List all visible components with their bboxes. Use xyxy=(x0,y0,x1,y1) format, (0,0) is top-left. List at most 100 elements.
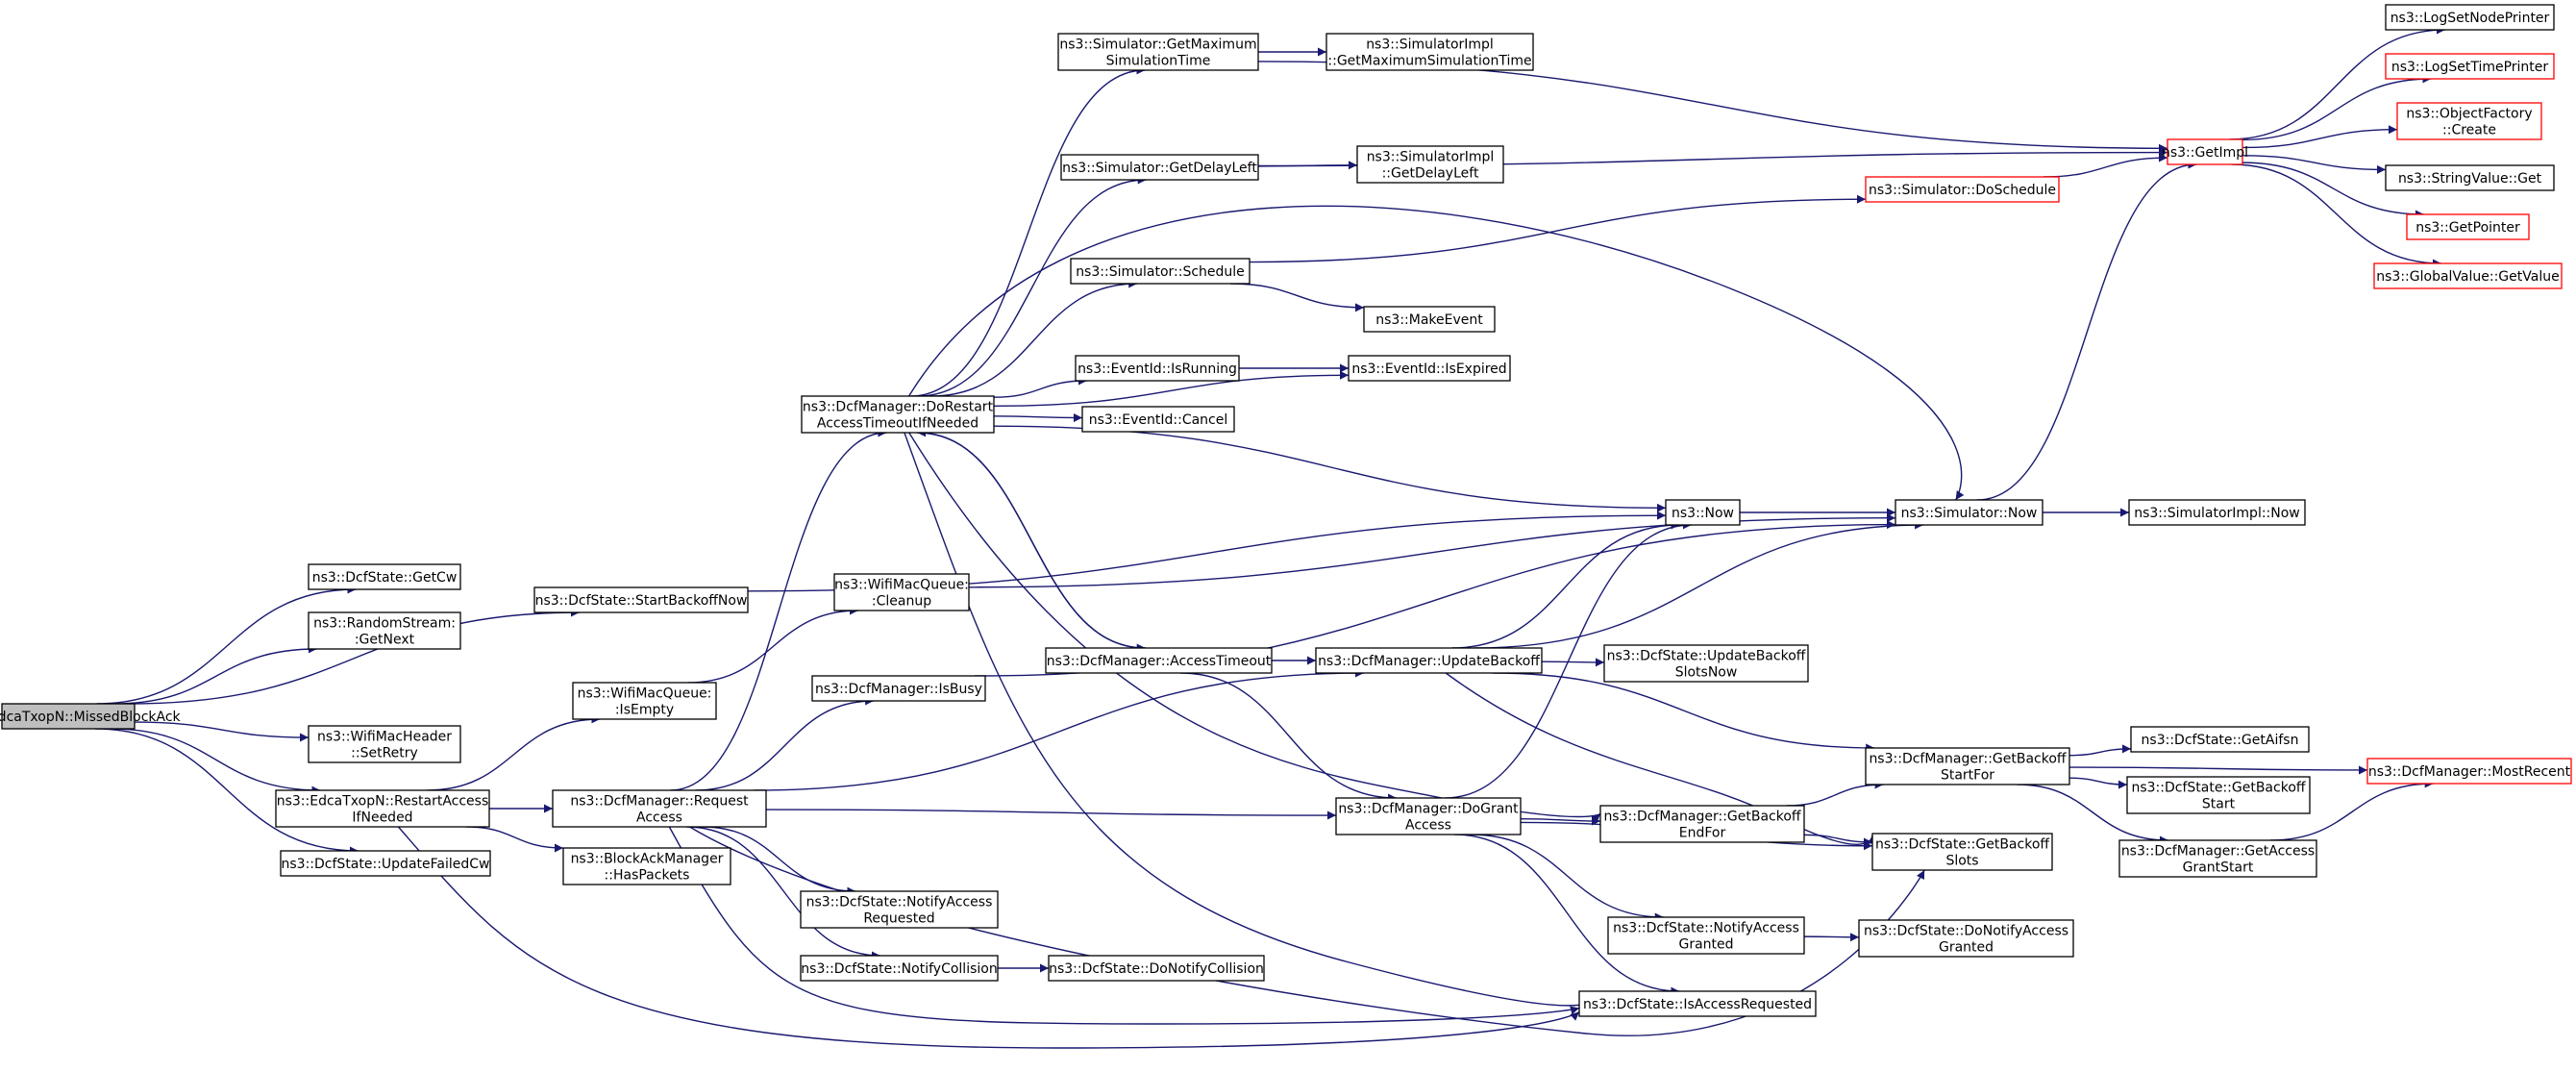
call-edge-requestaccess-to-notifyaccessreq xyxy=(703,826,856,896)
call-edge-requestaccess-to-dorestart xyxy=(670,428,887,791)
node-box xyxy=(2385,4,2555,31)
call-edge-requestaccess-to-isaccessrequested xyxy=(668,826,1580,1025)
function-node-doschedule[interactable]: ns3::Simulator::DoSchedule xyxy=(1865,176,2060,203)
call-edge-dorestart-to-schedule xyxy=(930,279,1138,397)
node-box xyxy=(1599,805,1805,843)
function-node-donotifycollision[interactable]: ns3::DcfState::DoNotifyCollision xyxy=(1048,955,1265,982)
node-box xyxy=(800,955,999,982)
node-label: ns3::DcfState::UpdateFailedCw xyxy=(282,857,490,872)
call-edge-requestaccess-to-dogrant xyxy=(765,809,1337,820)
node-box xyxy=(1578,990,1817,1017)
function-node-isbusy[interactable]: ns3::DcfManager::IsBusy xyxy=(811,675,986,702)
function-node-getdelayleft[interactable]: ns3::Simulator::GetDelayLeft xyxy=(1060,154,1259,181)
function-node-isexpired[interactable]: ns3::EventId::IsExpired xyxy=(1348,355,1511,382)
function-node-notifycollision[interactable]: ns3::DcfState::NotifyCollision xyxy=(800,955,999,982)
call-edge-schedule-to-makeevent xyxy=(1229,283,1365,312)
function-node-globalvaluegetvalue[interactable]: ns3::GlobalValue::GetValue xyxy=(2373,262,2563,289)
function-node-getimpl[interactable]: ns3::GetImpl xyxy=(2162,138,2248,165)
function-node-stringvalueget[interactable]: ns3::StringValue::Get xyxy=(2385,164,2555,191)
node-box xyxy=(1081,406,1235,433)
node-label: ns3::DcfManager::UpdateBackoff xyxy=(1318,654,1540,669)
node-box xyxy=(2385,164,2555,191)
function-node-schedule[interactable]: ns3::Simulator::Schedule xyxy=(1070,258,1251,285)
function-node-isaccessrequested[interactable]: ns3::DcfState::IsAccessRequested xyxy=(1578,990,1817,1017)
function-node-simimpldelay[interactable]: ns3::SimulatorImpl::GetDelayLeft xyxy=(1356,145,1504,184)
call-edge-requestaccess-to-updatebackoff xyxy=(754,668,1364,791)
call-edge-dogrant-to-getbackoffendfor xyxy=(1520,816,1601,826)
function-node-getmaxsim[interactable]: ns3::Simulator::GetMaximumSimulationTime xyxy=(1057,33,1259,71)
node-label: GrantStart xyxy=(2183,860,2254,875)
call-edge-schedule-to-doschedule xyxy=(1249,194,1867,263)
function-node-cleanup[interactable]: ns3::WifiMacQueue::Cleanup xyxy=(833,573,970,611)
node-label: ns3::Now xyxy=(1672,506,1734,521)
function-node-rsgetnext[interactable]: ns3::RandomStream::GetNext xyxy=(308,611,461,650)
function-node-haspackets[interactable]: ns3::BlockAckManager::HasPackets xyxy=(562,847,731,885)
function-node-setretry[interactable]: ns3::WifiMacHeader::SetRetry xyxy=(308,725,461,763)
function-node-accesstimeout[interactable]: ns3::DcfManager::AccessTimeout xyxy=(1045,647,1273,674)
node-label: ns3::SimulatorImpl xyxy=(1366,37,1494,52)
node-box xyxy=(308,563,461,590)
function-node-isrunning[interactable]: ns3::EventId::IsRunning xyxy=(1075,355,1240,382)
node-label: ::Create xyxy=(2442,122,2496,137)
function-node-makeevent[interactable]: ns3::MakeEvent xyxy=(1363,306,1496,333)
node-label: ns3::DcfManager::GetBackoff xyxy=(1869,751,2066,766)
node-label: ns3::DcfState::UpdateBackoff xyxy=(1607,648,1806,663)
node-label: ns3::DcfManager::Request xyxy=(570,793,749,809)
node-box xyxy=(1048,955,1265,982)
call-edge-doschedule-to-getimpl xyxy=(2043,153,2168,178)
function-node-logsettimeprinter[interactable]: ns3::LogSetTimePrinter xyxy=(2385,53,2555,80)
function-node-logsetnodeprinter[interactable]: ns3::LogSetNodePrinter xyxy=(2385,4,2555,31)
function-node-getaifsn[interactable]: ns3::DcfState::GetAifsn xyxy=(2130,726,2310,753)
function-node-updatefailedcw[interactable]: ns3::DcfState::UpdateFailedCw xyxy=(280,850,491,877)
function-node-root[interactable]: ns3::EdcaTxopN::MissedBlockAck xyxy=(0,703,182,730)
function-node-getpointer[interactable]: ns3::GetPointer xyxy=(2406,213,2530,240)
function-node-simimplmax[interactable]: ns3::SimulatorImpl::GetMaximumSimulation… xyxy=(1325,33,1534,71)
node-label: Granted xyxy=(1939,939,1994,955)
node-box xyxy=(308,725,461,763)
call-edge-getbackoffstartfor-to-getaccessgrantstart xyxy=(2017,784,2168,845)
function-node-isempty[interactable]: ns3::WifiMacQueue::IsEmpty xyxy=(572,682,717,720)
function-node-objectfactorycreate[interactable]: ns3::ObjectFactory::Create xyxy=(2396,102,2542,140)
node-box xyxy=(1865,747,2070,785)
call-edge-getaccessgrantstart-to-mostrecent xyxy=(2270,779,2434,841)
function-node-getcw[interactable]: ns3::DcfState::GetCw xyxy=(308,563,461,590)
function-node-startbackoffnow[interactable]: ns3::DcfState::StartBackoffNow xyxy=(533,586,749,613)
node-label: ns3::Simulator::DoSchedule xyxy=(1869,183,2056,198)
node-label: Start xyxy=(2202,796,2236,811)
function-node-cancel[interactable]: ns3::EventId::Cancel xyxy=(1081,406,1235,433)
node-box xyxy=(1363,306,1496,333)
call-edge-updatebackoff-to-now xyxy=(1451,520,1680,649)
call-edge-requestaccess-to-isbusy xyxy=(695,696,875,791)
function-node-simimplnow[interactable]: ns3::SimulatorImpl::Now xyxy=(2128,499,2306,526)
node-label: ns3::DcfState::NotifyAccess xyxy=(806,894,993,910)
node-label: IfNeeded xyxy=(352,810,412,825)
node-box xyxy=(811,675,986,702)
call-edge-getbackoffendfor-to-getbackoffslots xyxy=(1803,834,1873,847)
node-label: ns3::DcfManager::DoRestart xyxy=(803,399,994,414)
function-node-updatebackoff[interactable]: ns3::DcfManager::UpdateBackoff xyxy=(1315,647,1543,674)
call-edge-restartaccess-to-isaccessrequested xyxy=(397,826,1580,1049)
node-label: AccessTimeoutIfNeeded xyxy=(817,415,978,431)
function-node-dorestart[interactable]: ns3::DcfManager::DoRestartAccessTimeoutI… xyxy=(801,395,995,434)
node-box xyxy=(833,573,970,611)
function-node-now[interactable]: ns3::Now xyxy=(1665,499,1741,526)
node-box xyxy=(1603,644,1809,683)
node-box xyxy=(1070,258,1251,285)
call-edge-notifyaccessgranted-to-donotifyaccessgranted xyxy=(1803,933,1860,942)
call-edge-updatebackoff-to-updatebackoffslots xyxy=(1541,658,1605,667)
function-node-simnow[interactable]: ns3::Simulator::Now xyxy=(1895,499,2043,526)
function-node-mostrecent[interactable]: ns3::DcfManager::MostRecent xyxy=(2366,758,2572,785)
node-box xyxy=(2406,213,2530,240)
